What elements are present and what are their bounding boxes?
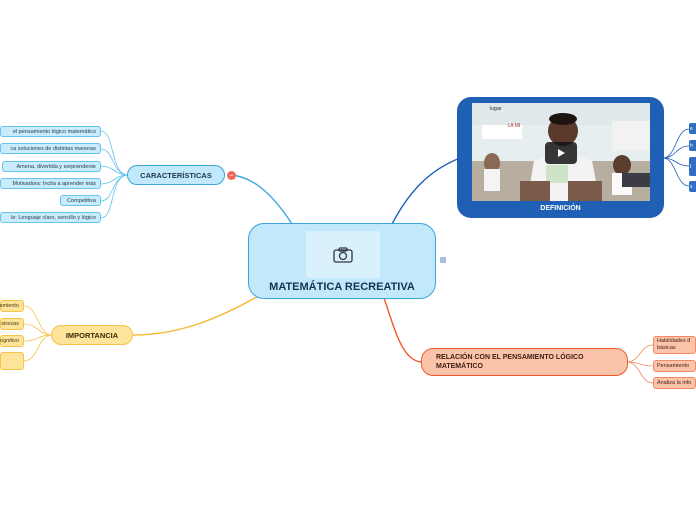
link-central-caracteristicas: [229, 174, 293, 225]
subtopic-label: Habilidades d básicas: [657, 338, 691, 351]
link-central-definicion: [391, 157, 461, 225]
central-title: MATEMÁTICA RECREATIVA: [269, 281, 415, 293]
topic-caracteristicas[interactable]: CARACTERÍSTICAS: [127, 165, 225, 185]
subtopic-label: Analiza la info: [657, 380, 692, 386]
subtopic-label: Competitiva: [66, 197, 96, 204]
link-central-relacion: [383, 297, 422, 363]
subtopic-importancia-3[interactable]: ognitivo: [0, 335, 24, 347]
subtopic-label: h: [690, 142, 693, 149]
play-icon: [557, 149, 565, 157]
subtopic-caracteristicas-1[interactable]: el pensamiento lógico matemático: [0, 126, 101, 137]
subtopic-definicion-1[interactable]: e: [689, 123, 696, 134]
topic-relacion[interactable]: RELACIÓN CON EL PENSAMIENTO LÓGICO MATEM…: [421, 348, 628, 376]
central-topic[interactable]: MATEMÁTICA RECREATIVA: [248, 223, 436, 299]
subtopic-label: Pensamiento: [657, 363, 690, 369]
video-caption: lugar: [489, 106, 502, 112]
subtopic-label: Amena, divertida y sorprendente: [16, 163, 97, 170]
play-button[interactable]: [544, 142, 577, 164]
topic-relacion-label: RELACIÓN CON EL PENSAMIENTO LÓGICO MATEM…: [436, 354, 584, 370]
topic-definicion[interactable]: lugar LA MI DEFINICIÓN: [457, 97, 664, 218]
subtopic-importancia-4[interactable]: [0, 352, 24, 370]
subtopic-label: ognitivo: [0, 338, 19, 344]
subtopic-label: e: [690, 125, 693, 132]
topic-caracteristicas-label: CARACTERÍSTICAS: [140, 170, 212, 180]
subtopic-caracteristicas-2[interactable]: ca soluciones de distintas maneras: [0, 143, 101, 154]
subtopic-label: s: [690, 183, 693, 190]
subtopic-caracteristicas-4[interactable]: Motivadora: Incita a aprender más: [0, 178, 101, 189]
subtopic-definicion-3[interactable]: t: [689, 157, 696, 176]
subtopic-definicion-2[interactable]: h: [689, 140, 696, 151]
video-thumbnail[interactable]: lugar LA MI: [471, 103, 650, 201]
subtopic-label: strezas: [1, 321, 19, 327]
subtopic-label: ca soluciones de distintas maneras: [10, 145, 96, 152]
topic-importancia[interactable]: IMPORTANCIA: [51, 325, 133, 345]
subtopic-caracteristicas-5[interactable]: Competitiva: [60, 195, 101, 206]
notes-icon[interactable]: [439, 256, 447, 264]
subtopic-caracteristicas-3[interactable]: Amena, divertida y sorprendente: [2, 161, 101, 172]
subtopic-relacion-1[interactable]: Habilidades d básicas: [653, 336, 696, 354]
subtopic-importancia-2[interactable]: strezas: [0, 318, 24, 330]
subtopic-label: Motivadora: Incita a aprender más: [12, 180, 96, 187]
board-text: LA MI: [507, 123, 521, 129]
link-central-importancia: [132, 293, 263, 336]
topic-definicion-label: DEFINICIÓN: [540, 205, 581, 212]
topic-importancia-label: IMPORTANCIA: [65, 330, 119, 340]
collapse-button[interactable]: –: [227, 171, 236, 180]
subtopic-label: le: Lenguaje claro, sencillo y lógico: [11, 214, 96, 221]
subtopic-label: el pensamiento lógico matemático: [12, 128, 96, 135]
subtopic-label: t: [690, 163, 692, 170]
camera-icon: [333, 246, 353, 263]
subtopic-importancia-1[interactable]: amiento: [0, 300, 24, 312]
subtopic-definicion-4[interactable]: s: [689, 181, 696, 192]
subtopic-caracteristicas-6[interactable]: le: Lenguaje claro, sencillo y lógico: [0, 212, 101, 223]
subtopic-relacion-3[interactable]: Analiza la info: [653, 377, 696, 389]
subtopic-relacion-2[interactable]: Pensamiento: [653, 360, 696, 372]
collapse-marker: –: [229, 172, 234, 179]
image-placeholder: [306, 231, 380, 278]
subtopic-label: amiento: [0, 303, 19, 309]
